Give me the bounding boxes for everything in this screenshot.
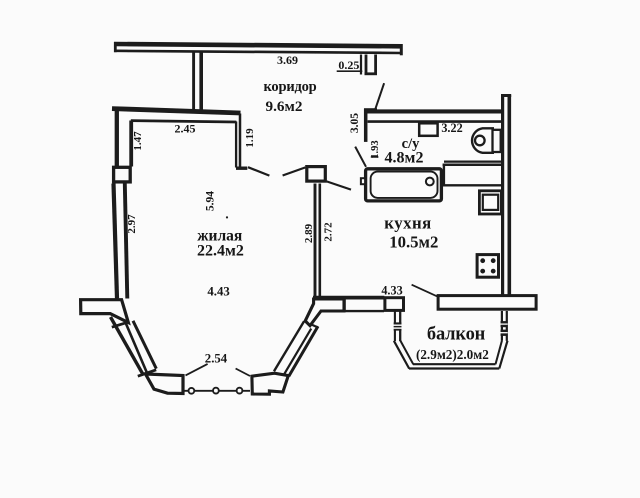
- svg-text:балкон: балкон: [427, 325, 486, 345]
- svg-text:1.19: 1.19: [244, 128, 256, 148]
- svg-text:2.45: 2.45: [175, 121, 196, 135]
- svg-text:4.8м2: 4.8м2: [385, 150, 424, 167]
- svg-text:4.33: 4.33: [381, 284, 402, 298]
- svg-text:10.5м2: 10.5м2: [389, 232, 438, 251]
- svg-text:5.94: 5.94: [204, 191, 216, 211]
- svg-text:2.89: 2.89: [303, 223, 315, 243]
- svg-text:2.72: 2.72: [323, 222, 335, 242]
- svg-text:4.43: 4.43: [207, 285, 229, 299]
- svg-text:1.93: 1.93: [370, 140, 381, 158]
- svg-text:3.22: 3.22: [441, 121, 462, 135]
- svg-text:(2.9м2)2.0м2: (2.9м2)2.0м2: [416, 347, 489, 362]
- svg-text:0.25: 0.25: [338, 58, 359, 72]
- svg-text:2.97: 2.97: [126, 214, 138, 234]
- svg-text:жилая: жилая: [197, 227, 242, 244]
- svg-text:коридор: коридор: [263, 79, 316, 95]
- svg-text:3.05: 3.05: [349, 113, 361, 133]
- svg-text:кухня: кухня: [384, 214, 431, 233]
- svg-text:22.4м2: 22.4м2: [197, 243, 244, 260]
- svg-text:1.47: 1.47: [132, 131, 144, 151]
- svg-text:с/у: с/у: [402, 136, 420, 152]
- svg-text:9.6м2: 9.6м2: [266, 98, 303, 115]
- svg-text:3.69: 3.69: [277, 53, 298, 67]
- svg-text:2.54: 2.54: [205, 351, 228, 365]
